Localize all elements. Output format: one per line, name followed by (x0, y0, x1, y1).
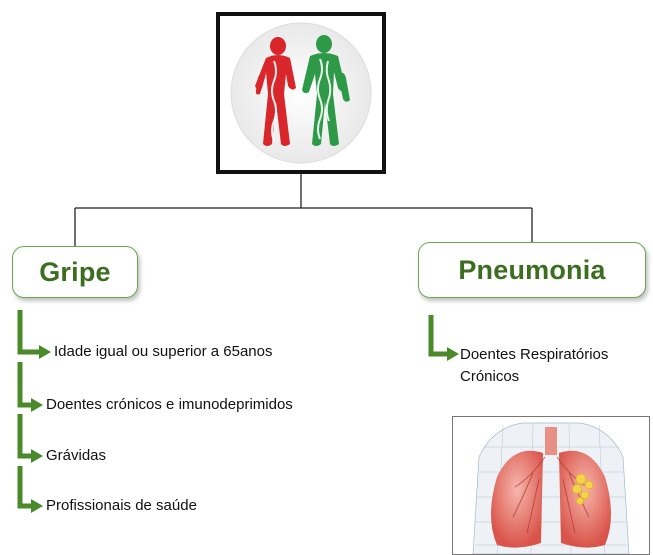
gripe-item-1: Idade igual ou superior a 65anos (54, 343, 273, 360)
logo-frame (216, 12, 386, 174)
gripe-title: Gripe (39, 256, 111, 287)
arrow-icon (428, 315, 448, 357)
pneumonia-node: Pneumonia (418, 242, 646, 298)
arrow-icon (17, 362, 32, 408)
gripe-item-4: Profissionais de saúde (46, 497, 197, 514)
gripe-item-2: Doentes crónicos e imunodeprimidos (46, 396, 293, 413)
lungs-illustration (452, 416, 650, 555)
pneumonia-item-1: Doentes Respiratórios Crónicos (460, 346, 609, 385)
arrow-icon (17, 466, 32, 509)
lungs-icon (472, 422, 630, 554)
arrow-icon (17, 310, 40, 355)
pneumonia-title: Pneumonia (458, 254, 606, 285)
gripe-node: Gripe (12, 246, 138, 298)
logo-icon (230, 22, 372, 164)
gripe-item-3: Grávidas (46, 447, 107, 464)
arrow-icon (17, 414, 32, 459)
